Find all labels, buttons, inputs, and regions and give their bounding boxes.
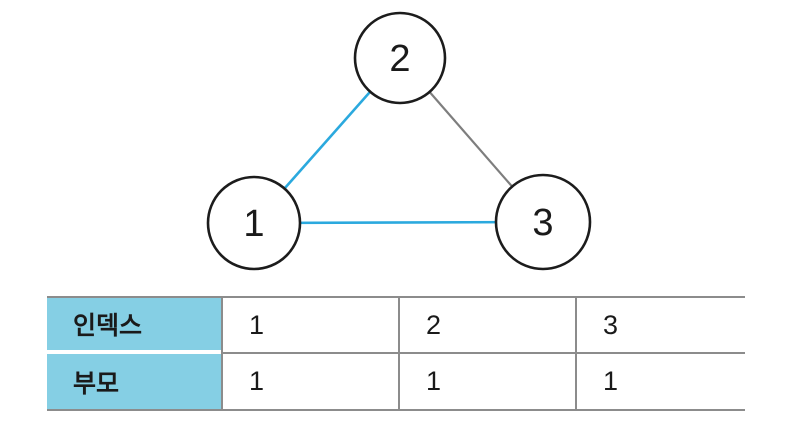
- node-3-circle: [494, 173, 592, 271]
- graph-node-3: 3: [494, 173, 592, 271]
- table-cell-parent-2: 1: [398, 354, 575, 409]
- node-1-circle: [206, 175, 302, 271]
- graph-diagram: 1 2 3: [206, 11, 592, 271]
- node-2-label: 2: [389, 38, 410, 80]
- table-cell-index-3: 3: [575, 298, 745, 354]
- table-cell-index-1: 1: [221, 298, 398, 354]
- graph-node-1: 1: [206, 175, 302, 271]
- parent-table: 인덱스 1 2 3 부모 1 1 1: [47, 296, 745, 411]
- table-cell-parent-1: 1: [221, 354, 398, 409]
- table-cell-index-2: 2: [398, 298, 575, 354]
- table-header-index: 인덱스: [47, 298, 221, 354]
- node-1-label: 1: [243, 203, 264, 245]
- graph-node-2: 2: [353, 11, 447, 105]
- node-2-circle: [353, 11, 447, 105]
- table-cell-parent-3: 1: [575, 354, 745, 409]
- table-header-parent: 부모: [47, 354, 221, 409]
- node-3-label: 3: [532, 202, 553, 244]
